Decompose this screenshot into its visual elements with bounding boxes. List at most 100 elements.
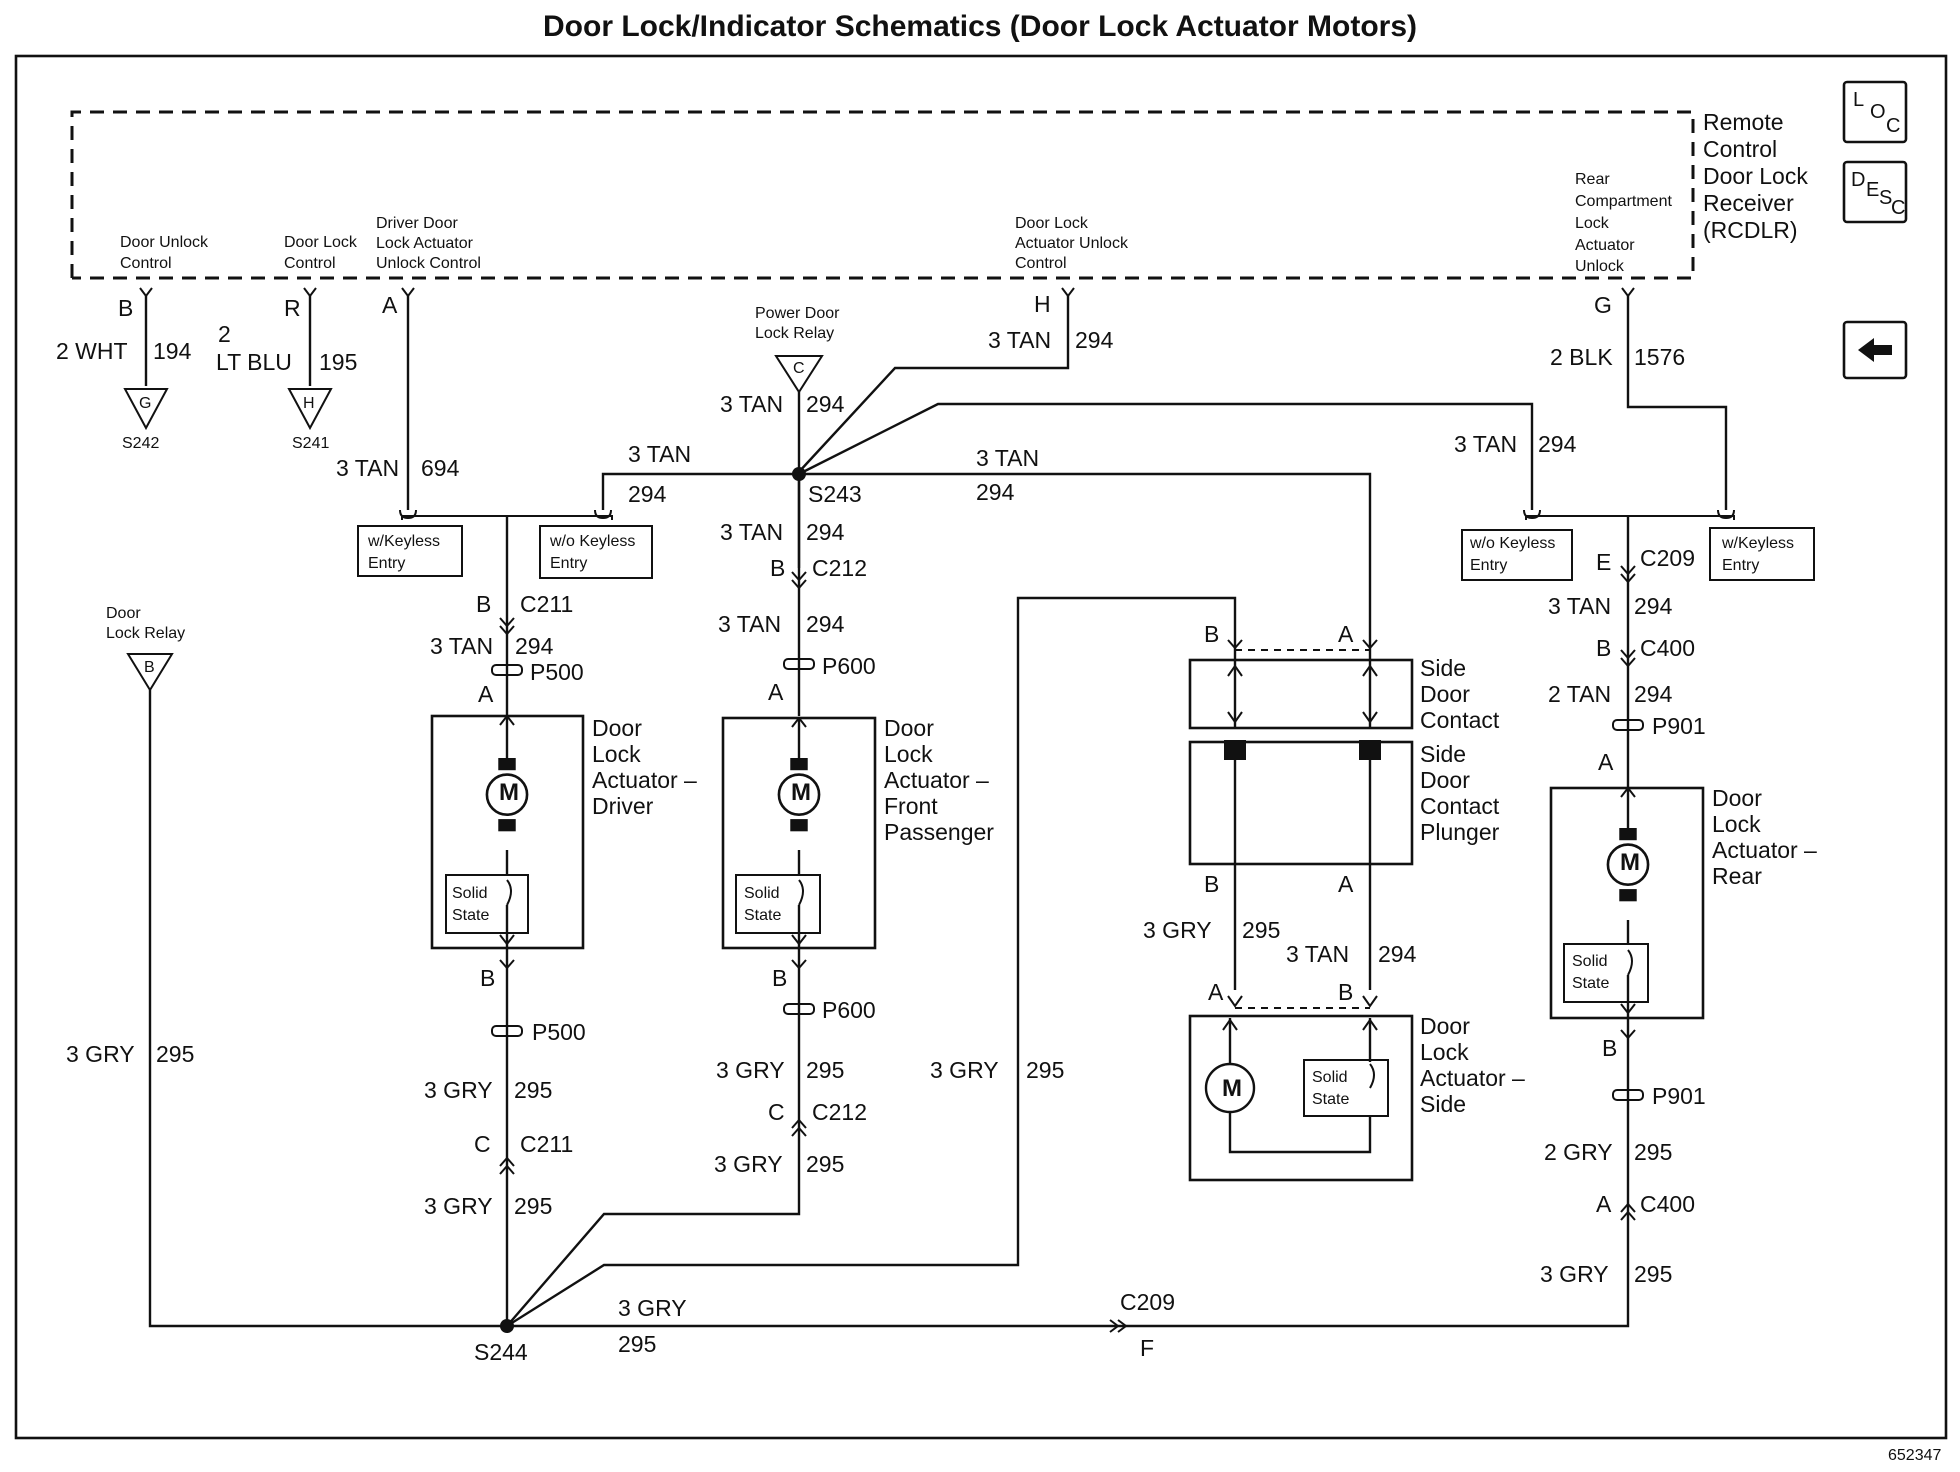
pin-letter: B (1602, 1035, 1617, 1061)
pin-function-label: Actuator (1575, 237, 1635, 254)
front-passenger-actuator-circuit: 3 TAN 294 B C212 3 TAN 294 P600 A (718, 474, 876, 716)
pin-letter: A (382, 292, 398, 318)
desc-button[interactable]: D E S C (1842, 160, 1908, 224)
solid-state-box (445, 874, 529, 934)
circuit-number: 294 (976, 479, 1015, 505)
pin-letter: B (476, 591, 491, 617)
circuit-number: 295 (806, 1151, 844, 1177)
circuit-number: 295 (514, 1193, 552, 1219)
wire-color-label: 3 TAN (720, 391, 783, 417)
component-label: Door (1712, 785, 1762, 811)
reference-label: Door (106, 605, 141, 622)
wire-color-label: 2 TAN (1548, 681, 1611, 707)
component-label: Actuator – (1420, 1065, 1525, 1091)
pin-function-label: Control (120, 255, 172, 272)
circuit-number: 295 (1634, 1139, 1672, 1165)
pin-function-label: Door Unlock (120, 234, 209, 251)
option-label: Entry (1722, 557, 1759, 574)
door-lock-relay-circuit: Door Lock Relay B 3 GRY 295 S244 (66, 605, 528, 1365)
circuit-694: A 3 TAN 694 (336, 287, 460, 520)
pin-function-label: Driver Door (376, 215, 458, 232)
solid-state-label: State (1572, 975, 1609, 992)
solid-state-box (735, 874, 821, 934)
pin-function-label: Door Lock (284, 234, 358, 251)
splice-s243: S243 3 TAN 294 3 TAN 294 3 TAN 294 (594, 402, 1577, 648)
pin-letter: F (1140, 1335, 1154, 1361)
circuit-number: 295 (1242, 917, 1280, 943)
splice-label: S241 (292, 435, 329, 452)
front-passenger-ground-circuit: B P600 3 GRY 295 C C212 3 GRY 295 (506, 948, 876, 1327)
pin-function-label: Unlock (1575, 258, 1625, 275)
connector-label: C212 (812, 555, 867, 581)
circuit-number: 295 (806, 1057, 844, 1083)
wire-color-label: 3 TAN (430, 633, 493, 659)
option-box-with-keyless (1709, 527, 1815, 581)
reference-symbol: H (303, 395, 315, 412)
component-label: Contact (1420, 707, 1500, 733)
component-label: Lock (1420, 1039, 1469, 1065)
pin-letter: A (478, 681, 494, 707)
rcdlr-module: Remote Control Door Lock Receiver (RCDLR… (70, 109, 1808, 280)
pin-letter: B (1204, 871, 1219, 897)
pin-letter: B (480, 965, 495, 991)
component-label: Lock (1712, 811, 1761, 837)
circuit-number: 295 (618, 1331, 656, 1357)
back-button[interactable] (1842, 320, 1908, 380)
wire-color-label: 3 GRY (930, 1057, 999, 1083)
pin-function-label: Control (1015, 255, 1067, 272)
component-label: Plunger (1420, 819, 1500, 845)
reference-label: Lock Relay (106, 625, 185, 642)
solid-state-label: Solid (452, 885, 488, 902)
rcdlr-pin-labels: Door Unlock Control Door Lock Control Dr… (120, 171, 1672, 275)
desc-letter: C (1891, 197, 1905, 219)
circuit-294-from-h: H 3 TAN 294 (796, 287, 1114, 475)
option-label: w/o Keyless (1469, 535, 1555, 552)
rear-actuator-circuit: E C209 3 TAN 294 B C400 2 TAN 294 P901 A (1548, 532, 1706, 788)
wire-color-label: 3 TAN (720, 519, 783, 545)
solid-state-label: State (744, 907, 781, 924)
solid-state-label: Solid (1312, 1069, 1348, 1086)
circuit-number: 295 (156, 1041, 194, 1067)
desc-letter: D (1851, 169, 1865, 191)
splice-label: S243 (808, 481, 862, 507)
option-box-with-keyless (357, 525, 463, 577)
pin-function-label: Compartment (1575, 193, 1672, 210)
door-lock-actuator-driver: M Solid State Door Lock Actuator – Drive… (430, 714, 697, 950)
splice-label: S244 (474, 1339, 528, 1365)
motor-symbol: M (791, 779, 811, 806)
wire-color-label: LT BLU (216, 349, 292, 375)
loc-button[interactable]: L O C (1842, 80, 1908, 144)
side-door-circuit: 3 GRY 295 B A Side Door Contact Side Doo… (506, 596, 1500, 1328)
pin-letter: E (1596, 549, 1611, 575)
connector-label: P901 (1652, 713, 1706, 739)
option-label: w/Keyless (367, 533, 440, 550)
motor-symbol: M (1222, 1075, 1242, 1102)
switch-icon (1627, 949, 1633, 976)
option-label: w/o Keyless (549, 533, 635, 550)
driver-option-selector: w/Keyless Entry w/o Keyless Entry (357, 515, 653, 579)
wire-color-label: 2 (218, 321, 231, 347)
connector-label: C209 (1120, 1289, 1175, 1315)
component-label: Side (1420, 1091, 1466, 1117)
solid-state-label: State (452, 907, 489, 924)
solid-state-label: Solid (1572, 953, 1608, 970)
switch-icon (506, 879, 512, 906)
component-label: Rear (1712, 863, 1762, 889)
wire-color-label: 3 GRY (66, 1041, 135, 1067)
splice-s244-dot (500, 1319, 514, 1333)
wire-color-label: 3 TAN (336, 455, 399, 481)
circuit-number: 294 (515, 633, 554, 659)
component-label: Side (1420, 655, 1466, 681)
reference-symbol: C (793, 360, 805, 377)
pin-letter: A (768, 679, 784, 705)
wire-color-label: 3 GRY (1143, 917, 1212, 943)
wire-color-label: 3 GRY (716, 1057, 785, 1083)
page-title: Door Lock/Indicator Schematics (Door Loc… (543, 10, 1417, 43)
circuit-number: 294 (806, 611, 845, 637)
circuit-number: 295 (514, 1077, 552, 1103)
rear-option-selector: w/o Keyless Entry w/Keyless Entry (1461, 515, 1815, 581)
circuit-1576: G 2 BLK 1576 (1550, 287, 1735, 520)
pass-through-grommet (783, 658, 815, 670)
wire-color-label: 3 TAN (1454, 431, 1517, 457)
